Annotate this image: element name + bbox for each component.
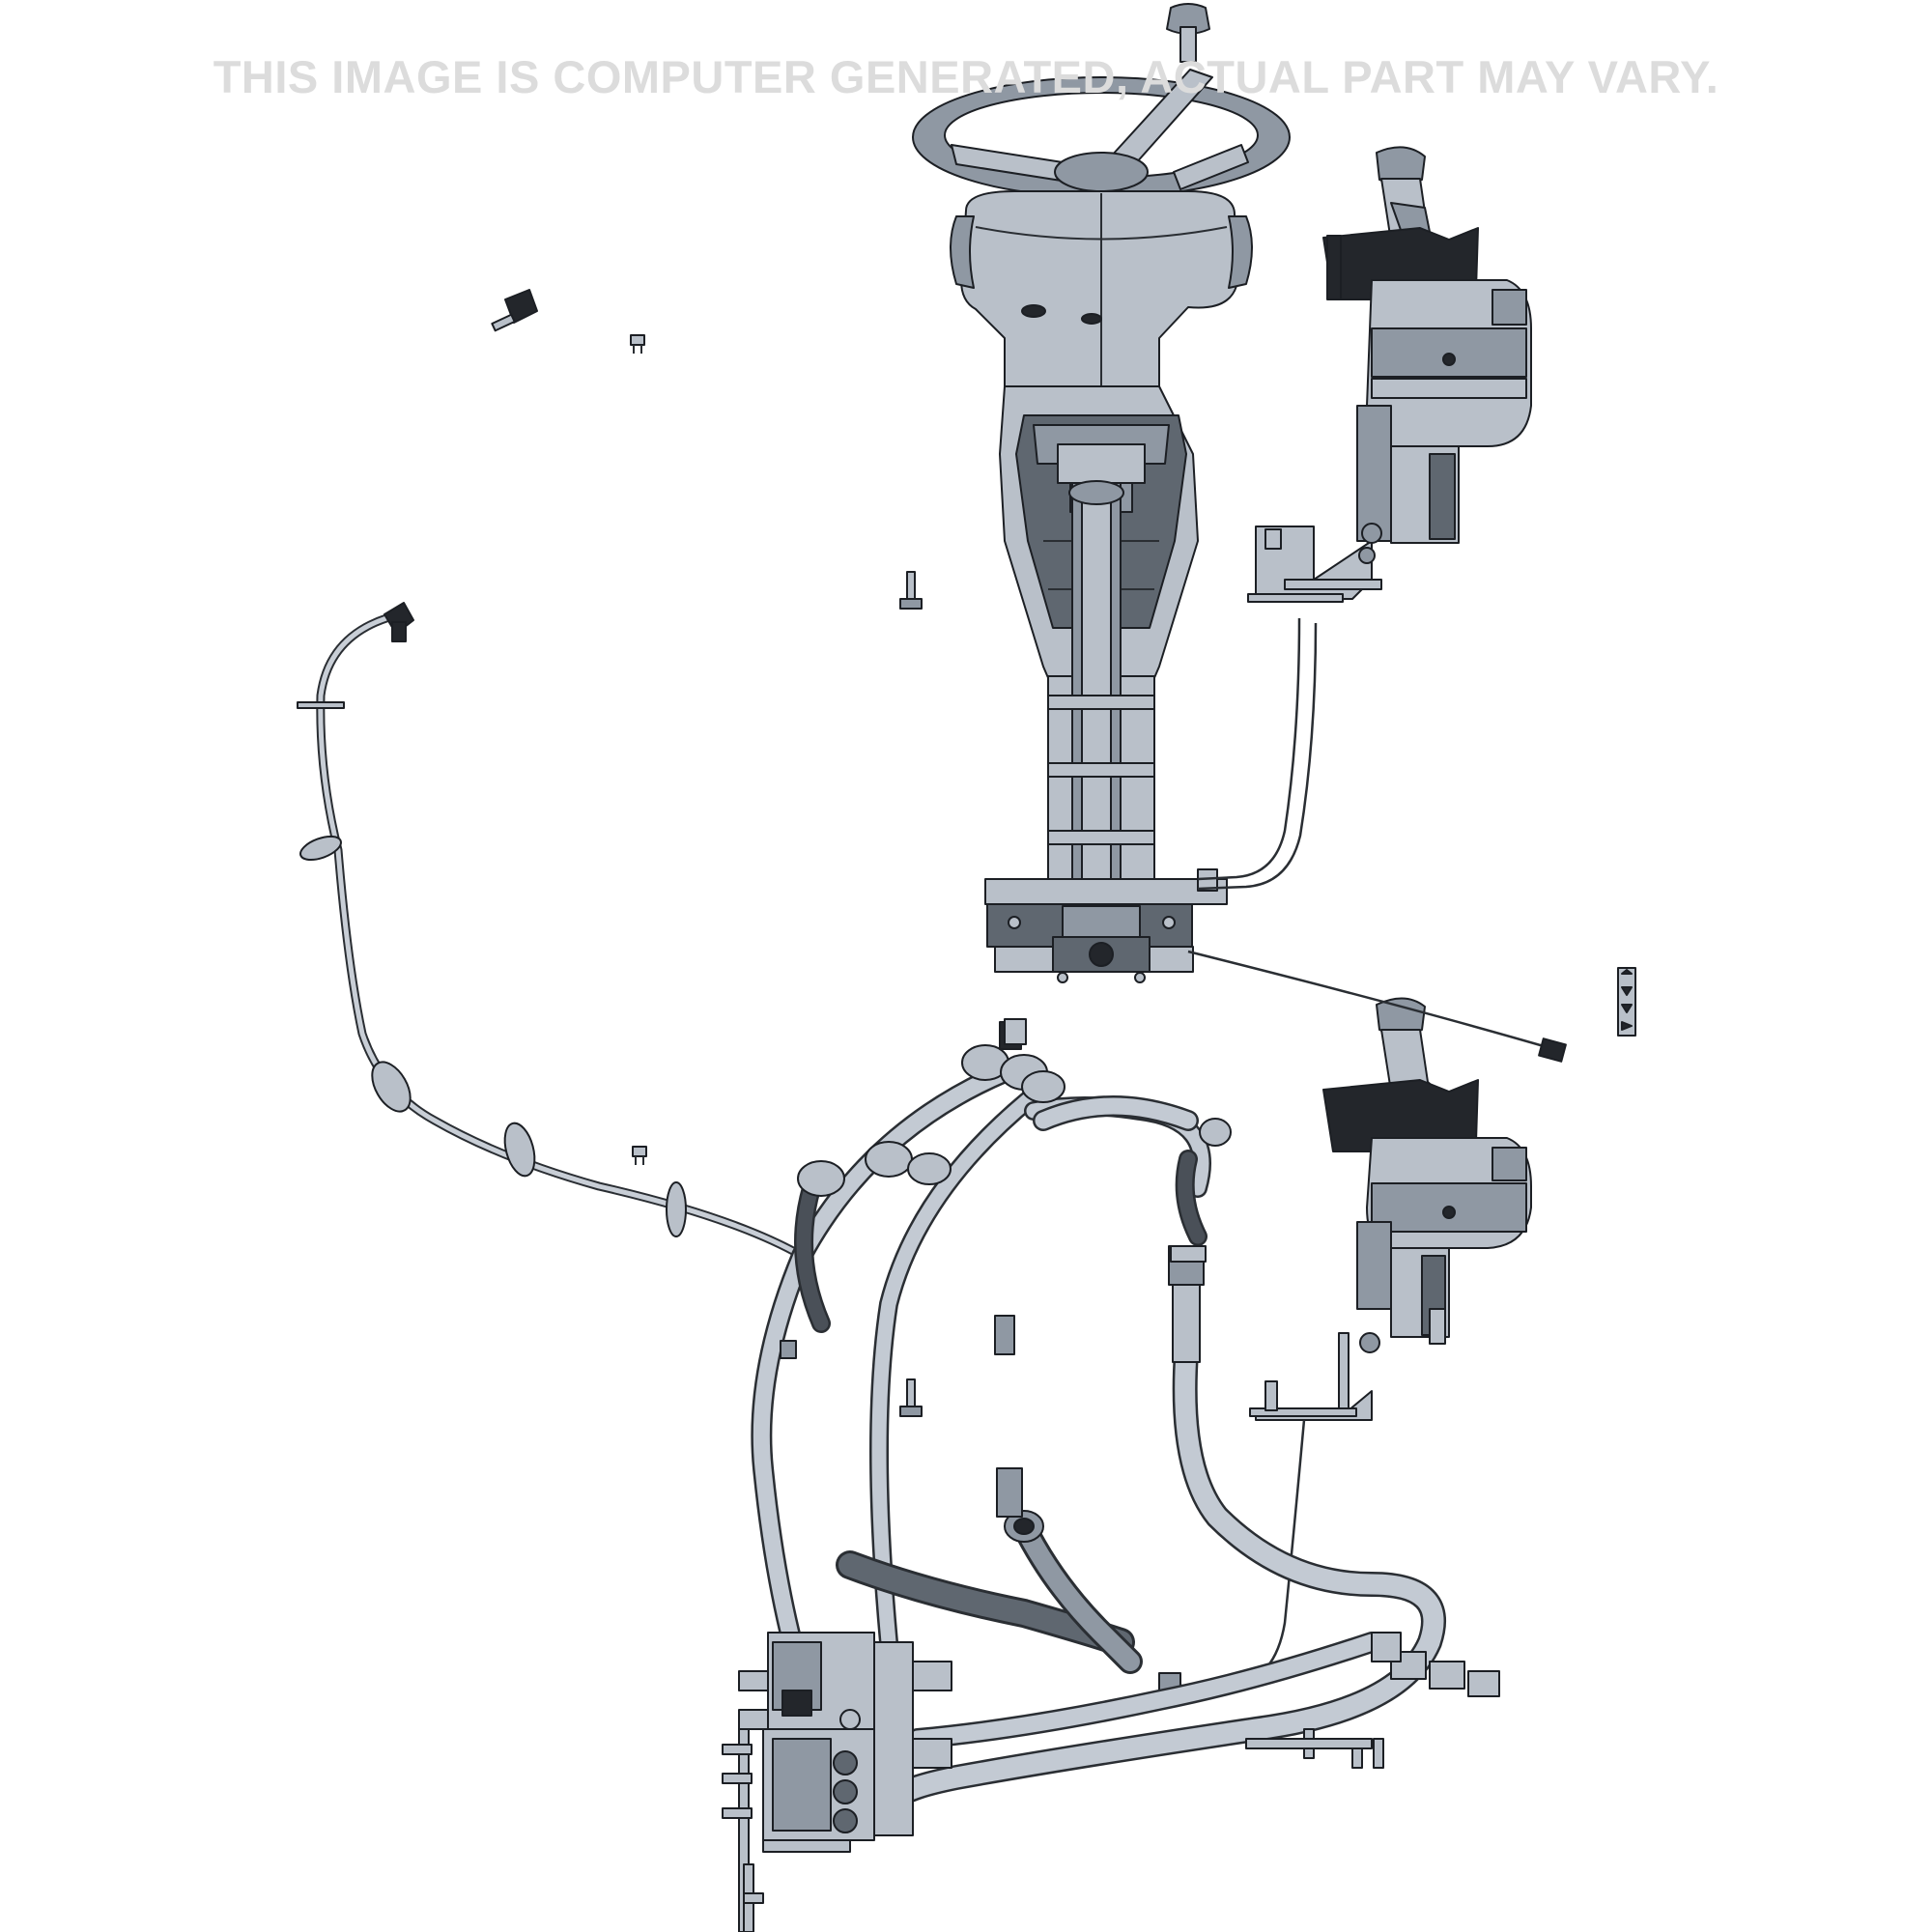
joystick-lower-icon — [1249, 997, 1532, 1421]
column-base-icon — [984, 868, 1228, 983]
fuse-icon — [632, 1146, 647, 1165]
steering-wheel-icon — [912, 3, 1291, 198]
valve-block-icon — [722, 1632, 1500, 1932]
steering-column-icon — [950, 190, 1253, 890]
ignition-key-icon — [491, 289, 538, 332]
wire-harness-icon — [297, 602, 1567, 1697]
disclaimer-watermark: THIS IMAGE IS COMPUTER GENERATED, ACTUAL… — [213, 51, 1719, 102]
connector-icon — [780, 1018, 1027, 1518]
decal-icon — [1617, 967, 1636, 1037]
bolt-icon — [899, 1378, 923, 1417]
joystick-upper-icon — [1247, 146, 1532, 603]
fuse-icon — [630, 334, 645, 354]
bolt-icon — [899, 571, 923, 610]
hydraulic-hose-icon — [751, 1021, 1446, 1809]
